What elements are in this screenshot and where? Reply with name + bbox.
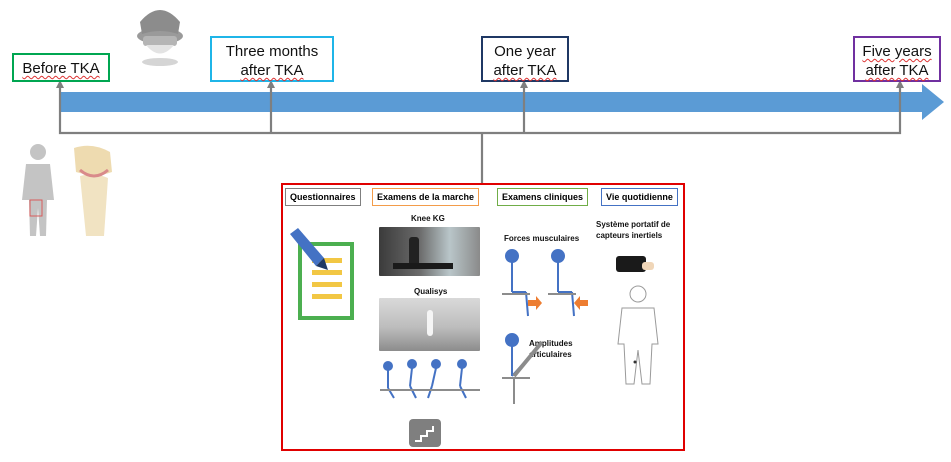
tab-vie-quotidienne: Vie quotidienne [601,188,678,206]
milestone-five-years: Five years after TKA [853,36,941,82]
milestone-before-label: Before TKA [22,60,100,77]
milestone-five-years-line1: Five years [862,43,932,60]
timeline-connector [58,86,902,135]
amplitudes-label-1: Amplitudes [529,339,573,348]
knee-kg-label: Knee KG [411,214,445,223]
assessment-panel [281,183,685,451]
milestone-one-year: One year after TKA [481,36,569,82]
inertial-sensor-icon [616,256,654,272]
tab-questionnaires: Questionnaires [285,188,361,206]
milestone-three-months: Three months after TKA [210,36,334,82]
systeme-label-1: Système portatif de [596,220,671,229]
knee-implant-icon [137,10,183,66]
milestone-one-year-line2: after TKA [493,62,557,79]
systeme-label-2: capteurs inertiels [596,231,663,240]
milestone-before-tka: Before TKA [12,53,110,82]
questionnaire-icon [290,228,354,320]
qualisys-photo [379,298,480,351]
forces-musculaires-label: Forces musculaires [504,234,580,243]
human-body-knee-icon [22,144,112,236]
muscle-force-figures [502,249,588,317]
milestone-three-months-line2: after TKA [240,62,304,79]
milestone-three-months-line1: Three months [225,43,319,60]
amplitudes-label-2: articulaires [529,350,572,359]
tab-examens-cliniques: Examens cliniques [497,188,589,206]
joint-range-figure [502,333,544,404]
stairs-icon [409,419,441,447]
knee-kg-photo [379,227,480,276]
body-outline-icon [617,285,659,385]
milestone-five-years-line2: after TKA [865,62,929,79]
gait-skeleton-sequence [380,359,480,399]
milestone-one-year-line1: One year [494,43,556,60]
timeline-arrow [60,84,944,120]
qualisys-label: Qualisys [414,287,448,296]
tab-examens-marche: Examens de la marche [372,188,480,206]
